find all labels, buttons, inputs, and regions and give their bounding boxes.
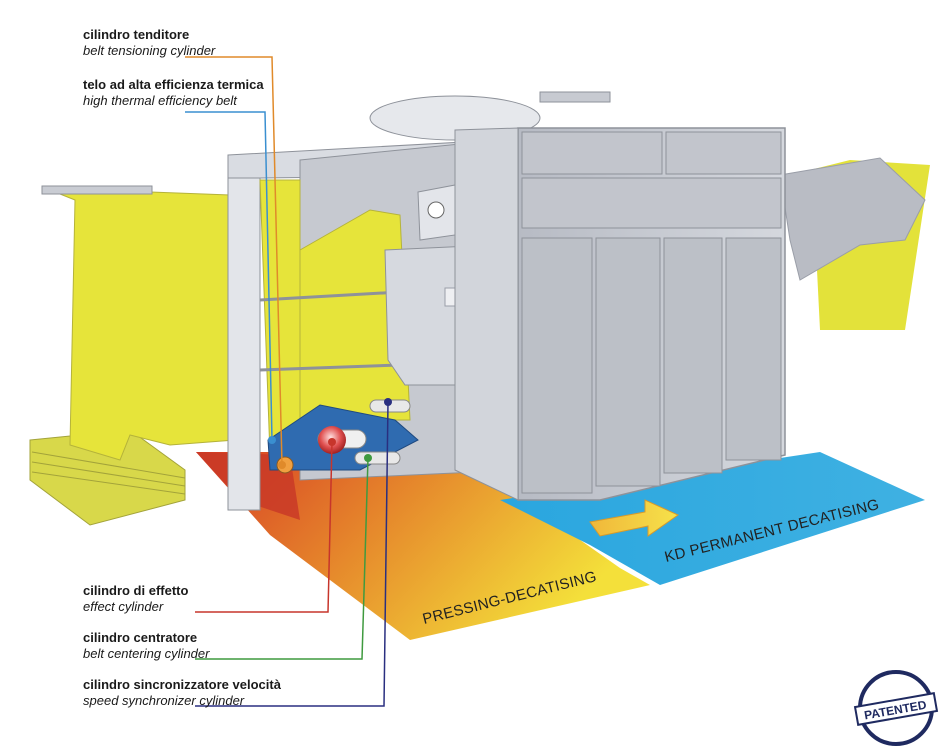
pressing-zone [196,452,650,640]
decatising-cabinet [454,127,786,501]
callout-tensioning: cilindro tenditore belt tensioning cylin… [83,27,215,59]
leader-effect [195,441,333,613]
callout-speed-sync-it: cilindro sincronizzatore velocità [83,677,281,692]
fabric-stack [29,429,186,526]
leader-speed-sync [195,401,389,707]
centering-cylinder [354,451,401,465]
callout-thermal-belt: telo ad alta efficienza termica high the… [83,77,264,109]
leader-tensioning [185,56,283,466]
outfeed-conveyor [779,157,926,281]
callout-thermal-belt-en: high thermal efficiency belt [83,93,237,108]
leader-dots [268,398,392,469]
callout-effect-it: cilindro di effetto [83,583,189,598]
leader-lines [185,56,389,707]
callout-thermal-belt-it: telo ad alta efficienza termica [83,77,264,92]
callout-centering-en: belt centering cylinder [83,646,210,661]
fabric-feed [44,187,236,461]
patented-badge: PATENTED [853,670,939,746]
callout-speed-sync: cilindro sincronizzatore velocità speed … [83,677,281,709]
callout-centering-it: cilindro centratore [83,630,198,645]
flow-arrow [589,499,680,537]
feed-bar [41,185,153,195]
callout-tensioning-it: cilindro tenditore [83,27,190,42]
callout-speed-sync-en: speed synchronizer cylinder [83,693,245,708]
leader-centering [195,457,369,660]
callout-tensioning-en: belt tensioning cylinder [83,43,216,58]
callout-effect: cilindro di effetto effect cylinder [83,583,188,615]
callout-effect-en: effect cylinder [83,599,164,614]
callout-centering: cilindro centratore belt centering cylin… [83,630,209,662]
drum-bracket [539,91,611,103]
leader-thermal-belt [185,111,273,441]
frame-post [227,174,261,511]
